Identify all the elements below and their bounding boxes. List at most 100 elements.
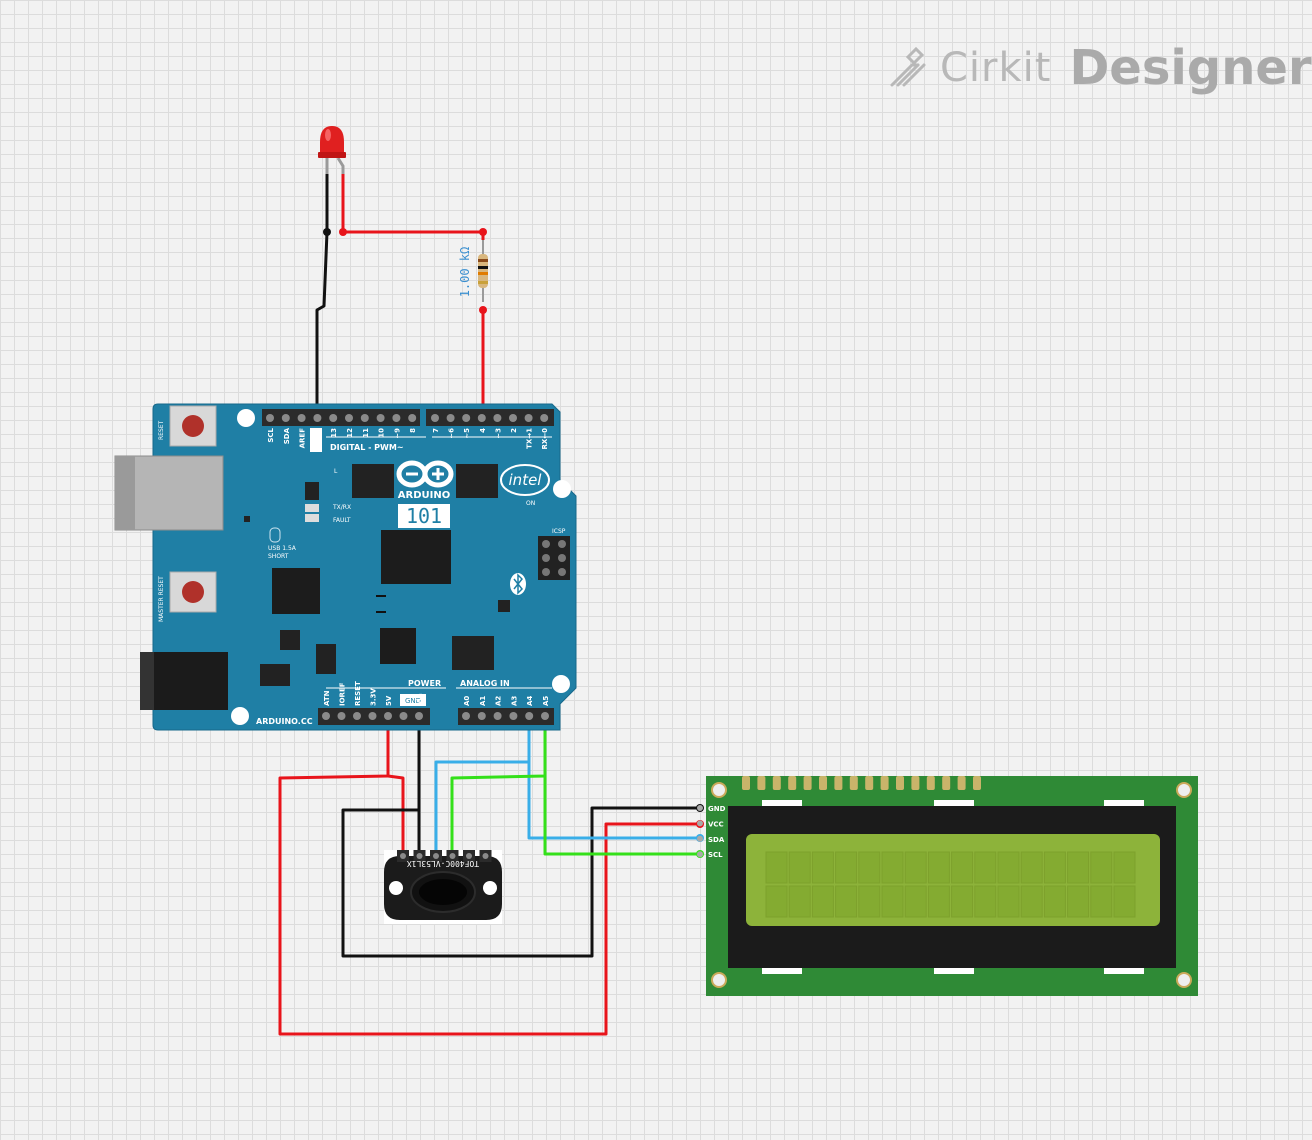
lcd-pad <box>819 776 827 790</box>
header-pin[interactable] <box>399 712 408 720</box>
pin-label: SCL <box>267 427 275 442</box>
header-pin[interactable] <box>477 414 486 422</box>
header-pin[interactable] <box>493 712 502 720</box>
header-pin[interactable] <box>360 414 369 422</box>
lcd-char-cell <box>1020 885 1043 918</box>
header-pin[interactable] <box>376 414 385 422</box>
reset-button[interactable] <box>169 405 217 447</box>
lcd-char-cell <box>904 885 927 918</box>
wire-a4-sda[interactable] <box>434 714 531 856</box>
header-pin[interactable] <box>493 414 502 422</box>
header-pin[interactable] <box>431 414 439 422</box>
header-pin[interactable] <box>477 712 486 720</box>
lcd-pin-label: GND <box>708 805 726 813</box>
pin-label: 12 <box>346 428 354 438</box>
pin-label: 13 <box>330 428 338 438</box>
lcd-16x2-i2c[interactable] <box>706 776 1198 996</box>
resistor[interactable] <box>478 240 488 302</box>
lcd-pad <box>788 776 797 790</box>
lcd-char-cell <box>974 885 997 918</box>
arduino-101-board[interactable] <box>114 403 577 731</box>
header-pin[interactable] <box>525 712 534 720</box>
intel-logo-text: intel <box>509 471 543 489</box>
pin-label: A3 <box>510 696 518 706</box>
header-pin[interactable] <box>462 712 470 720</box>
lcd-i2c-pin[interactable] <box>697 820 703 827</box>
lcd-char-cell <box>881 885 904 918</box>
header-pin[interactable] <box>446 414 455 422</box>
lcd-char-cell <box>858 851 881 884</box>
header-pin[interactable] <box>509 712 518 720</box>
header-pin[interactable] <box>392 414 401 422</box>
lcd-char-cell <box>1020 851 1043 884</box>
pin-label: SDA <box>283 427 291 444</box>
usb-label: USB 1.5A <box>268 545 297 552</box>
lcd-pad <box>957 776 966 790</box>
lcd-char-cell <box>811 885 834 918</box>
lcd-char-cell <box>927 851 950 884</box>
header-pin[interactable] <box>462 414 471 422</box>
board-brand-text: ARDUINO <box>398 490 450 501</box>
analog-header[interactable] <box>458 708 554 725</box>
pin-label: GND <box>314 428 322 446</box>
header-pin[interactable] <box>329 414 338 422</box>
header-pin[interactable] <box>524 414 533 422</box>
header-pin[interactable] <box>353 712 361 720</box>
tof-sensor-vl53l1x[interactable] <box>384 850 502 924</box>
header-pin[interactable] <box>281 414 290 422</box>
lcd-pin-label: VCC <box>708 820 724 828</box>
master-reset-button[interactable] <box>169 571 217 613</box>
header-pin[interactable] <box>384 712 392 720</box>
lcd-i2c-pin[interactable] <box>697 851 703 858</box>
pin-label: A4 <box>526 696 534 706</box>
analog-header-label: ANALOG IN <box>460 679 510 688</box>
header-pin[interactable] <box>297 414 306 422</box>
header-pin[interactable] <box>415 712 423 720</box>
wire-a4-lcd-sda[interactable] <box>527 762 700 840</box>
lcd-char-cell <box>835 885 858 918</box>
master-reset-label: MASTER RESET <box>158 576 165 622</box>
header-pin[interactable] <box>313 414 322 422</box>
lcd-char-cell <box>997 885 1020 918</box>
icsp-header[interactable] <box>538 536 570 580</box>
header-pin[interactable] <box>541 712 549 720</box>
wire-a5-scl[interactable] <box>450 714 547 856</box>
wire-led-resistor[interactable] <box>341 172 485 240</box>
lcd-char-cell <box>1113 885 1136 918</box>
lcd-char-cell <box>1067 885 1090 918</box>
red-led[interactable] <box>318 126 346 174</box>
lcd-pad <box>772 776 781 790</box>
on-label: ON <box>526 500 535 507</box>
cirkit-logo-icon <box>890 46 926 87</box>
sensor-pin-hole <box>433 853 439 859</box>
lcd-pad <box>834 776 843 790</box>
short-label: SHORT <box>268 553 289 560</box>
header-pin[interactable] <box>368 712 377 720</box>
pin-label: 4 <box>479 428 487 433</box>
digital-header-right[interactable] <box>426 409 554 426</box>
wire-5v-sensor[interactable] <box>387 774 405 856</box>
fault-label: FAULT <box>333 517 351 524</box>
lcd-i2c-pin[interactable] <box>697 805 703 811</box>
lcd-pad <box>942 776 951 790</box>
website-text: ARDUINO.CC <box>256 717 313 726</box>
wire-gnd-loop[interactable] <box>341 806 700 958</box>
pin-label: 11 <box>362 428 370 438</box>
pin-label: RESET <box>354 681 362 706</box>
header-pin[interactable] <box>540 414 549 422</box>
lcd-char-cell <box>1090 885 1113 918</box>
pin-label: ~9 <box>393 428 401 439</box>
wire-led-gnd[interactable] <box>315 172 329 418</box>
gnd-power-pin-label: GND <box>405 697 421 705</box>
header-pin[interactable] <box>509 414 517 422</box>
lcd-pad <box>865 776 874 790</box>
header-pin[interactable] <box>266 414 274 422</box>
intel-logo-icon <box>500 464 550 496</box>
header-pin[interactable] <box>345 414 353 422</box>
header-pin[interactable] <box>337 712 346 720</box>
header-pin[interactable] <box>408 414 417 422</box>
lcd-i2c-pin[interactable] <box>697 835 703 842</box>
header-pin[interactable] <box>322 712 330 720</box>
wire-a5-lcd-scl[interactable] <box>543 776 700 856</box>
